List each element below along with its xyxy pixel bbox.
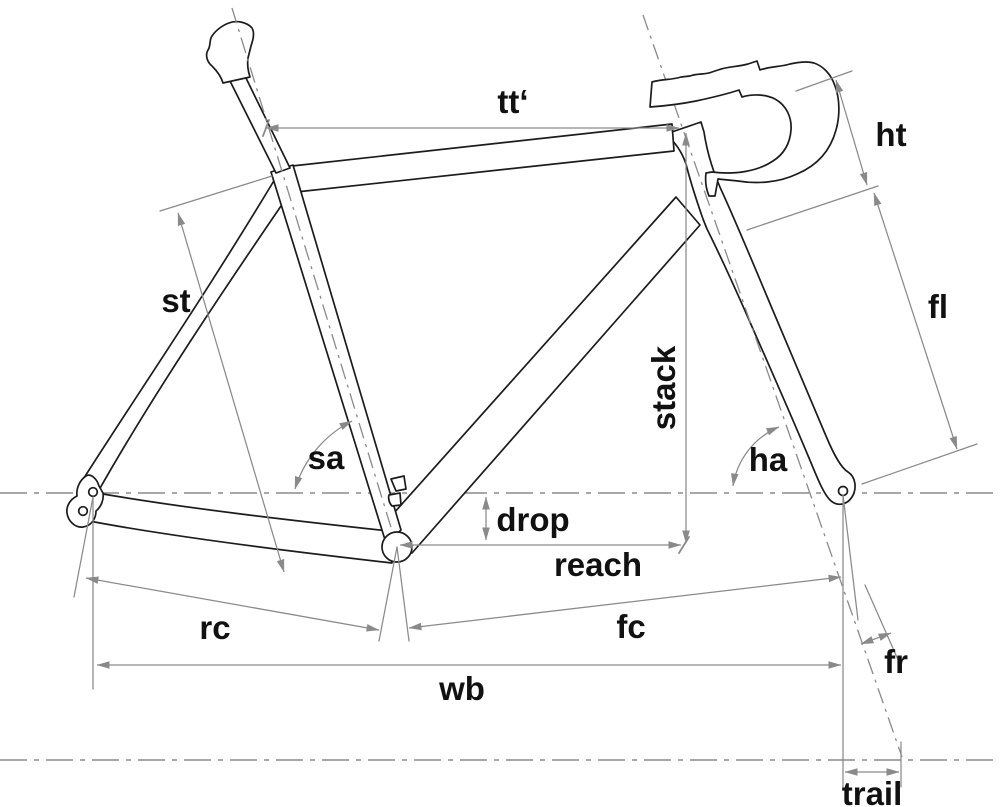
fc-rear-extension (396, 546, 410, 642)
ht-dimension-line (835, 79, 868, 186)
st-label: st (161, 282, 190, 319)
cockpit (649, 60, 840, 197)
ha-label: ha (749, 441, 788, 478)
top-tube (282, 123, 675, 194)
rc-label: rc (199, 609, 230, 646)
seatpost (229, 75, 291, 174)
rear-dropout-eyelet-circle (77, 505, 89, 517)
fl-dimension-line (873, 192, 958, 450)
sa-angle-arc (294, 420, 353, 490)
ht-bottom-fl-top-extension (746, 185, 879, 231)
trail-label: trail (842, 775, 903, 807)
derailleur-mount (387, 475, 407, 507)
fl-label: fl (928, 288, 948, 325)
chain-stay (83, 492, 393, 564)
fr-parallel-line (864, 584, 900, 663)
stack-label: stack (645, 345, 682, 430)
fr-label: fr (884, 643, 908, 680)
rear-axle-circle (87, 486, 99, 498)
seat-tube (270, 164, 402, 544)
fc-label: fc (616, 608, 645, 645)
ht-top-extension (795, 70, 853, 92)
head-tube-and-fork (665, 121, 856, 506)
front-axle-circle (837, 485, 849, 497)
saddle-clamp (205, 20, 255, 84)
st-dimension-line (177, 212, 285, 573)
sa-label: sa (308, 439, 345, 476)
fc-dimension-line (408, 574, 842, 631)
fc-front-extension (842, 494, 859, 621)
dimension-labels: tt‘ ht st fl stack sa ha drop reach rc f… (161, 83, 948, 807)
rc-dimension-line (85, 576, 380, 632)
seat-stay (83, 168, 295, 491)
rc-front-extension (378, 546, 398, 642)
ht-label: ht (875, 116, 906, 153)
handlebar-and-stem (649, 60, 840, 197)
extension-lines (73, 70, 978, 788)
seat-tube-axis (231, 7, 398, 548)
reach-label: reach (554, 546, 642, 583)
dimension-lines (85, 79, 958, 776)
rc-rear-extension (73, 496, 94, 598)
fr-dimension-line (860, 632, 892, 645)
down-tube (384, 196, 701, 554)
tt-label: tt‘ (497, 83, 528, 120)
st-top-extension (159, 175, 273, 212)
ha-angle-arc (731, 426, 780, 487)
drop-label: drop (496, 501, 569, 538)
wb-label: wb (438, 670, 485, 707)
fl-bottom-extension (861, 443, 978, 485)
